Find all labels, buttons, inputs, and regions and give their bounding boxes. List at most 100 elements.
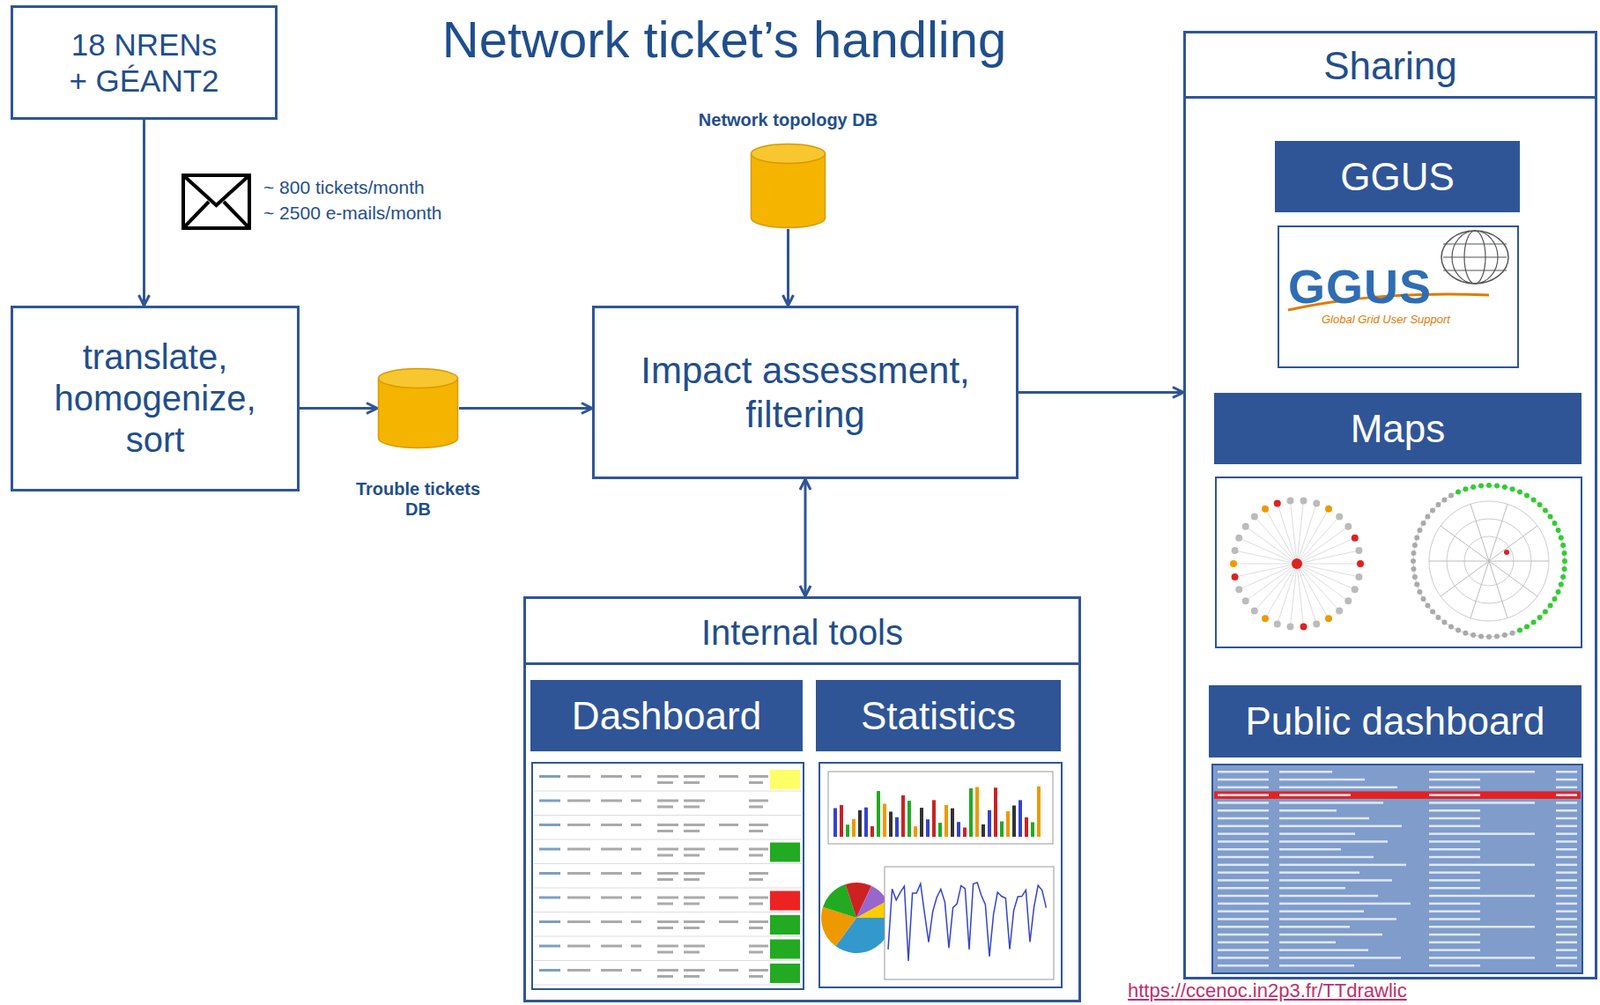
chart-bar [1024, 817, 1029, 838]
row-line [1555, 786, 1578, 790]
table-cell-line [600, 969, 623, 972]
row-line [1429, 918, 1481, 921]
map-node [1312, 620, 1320, 628]
map-node [1412, 574, 1418, 580]
table-cell-line [600, 896, 623, 900]
map-link [1296, 516, 1340, 564]
globe-parallel [1443, 256, 1507, 258]
table-cell-line [657, 920, 679, 924]
chart-bar [1037, 786, 1041, 838]
table-rule [533, 863, 802, 865]
chart-bar [839, 805, 844, 838]
map-node [1558, 534, 1564, 541]
map-node [1531, 496, 1537, 503]
row-line [1429, 903, 1481, 906]
table-cell-line [683, 903, 700, 906]
row-line [1279, 964, 1355, 968]
row-line [1555, 887, 1578, 890]
band-text: GGUS [1340, 154, 1455, 200]
connector-arrow [786, 229, 790, 306]
table-rule [533, 888, 802, 889]
chart-bar [845, 824, 850, 838]
row-line [1279, 925, 1350, 929]
map-node [1312, 500, 1320, 508]
connector-arrow [299, 407, 378, 410]
chart-bar [882, 804, 887, 838]
bar-chart-frame [828, 771, 1053, 845]
map-node [1274, 620, 1282, 628]
row-line [1217, 918, 1269, 921]
chart-bar [981, 824, 986, 838]
envelope-body [183, 175, 250, 229]
map-node [1335, 512, 1343, 520]
table-cell-line [600, 800, 623, 803]
chart-bar [833, 807, 838, 838]
table-cell-line [748, 800, 769, 803]
map-node [1410, 558, 1416, 564]
cylinder-top [378, 369, 459, 389]
map-node [1251, 607, 1259, 615]
row-line [1429, 825, 1481, 829]
map-node [1558, 582, 1564, 588]
table-cell-line [748, 872, 769, 875]
row-line [1279, 941, 1336, 945]
chart-bar [919, 807, 924, 838]
status-cell [770, 963, 800, 984]
row-line [1217, 801, 1269, 805]
row-line [1217, 793, 1269, 797]
row-line [1429, 840, 1481, 844]
row-line [1555, 879, 1578, 882]
map-node [1274, 500, 1282, 508]
map-link [1296, 550, 1359, 564]
row-line [1217, 933, 1269, 937]
row-line [1555, 871, 1578, 875]
table-cell-line [683, 945, 705, 949]
row-line [1279, 864, 1407, 867]
map-node [1325, 505, 1333, 513]
table-cell-line [539, 896, 561, 900]
map-link [1238, 563, 1297, 590]
logo-text: GGUS [1288, 259, 1432, 314]
map-node [1421, 596, 1427, 602]
map-link [1296, 509, 1329, 564]
row-line [1555, 793, 1578, 797]
map-link [1277, 563, 1297, 624]
status-cell [770, 940, 800, 960]
database-cylinder: Trouble tickets DB [377, 367, 460, 450]
chart-bar [1012, 805, 1016, 838]
chart-bar [925, 819, 930, 838]
table-cell-line [683, 926, 700, 930]
envelope-fold [223, 201, 250, 229]
table-cell-line [683, 806, 700, 809]
map-node [1510, 630, 1516, 637]
cylinder-body [751, 154, 826, 229]
map-node [1562, 550, 1568, 556]
table-rule [533, 814, 802, 816]
table-cell-line [748, 806, 763, 809]
table-cell-line [567, 920, 591, 924]
map-node [1344, 523, 1352, 531]
chart-bar [870, 826, 875, 838]
row-line [1555, 770, 1578, 774]
map-node [1421, 520, 1427, 526]
ggus-logo-frame [1278, 226, 1519, 368]
map-node [1502, 484, 1508, 490]
map-link [1235, 563, 1297, 578]
map-node [1510, 486, 1516, 492]
table-cell-line [657, 926, 674, 930]
row-line [1279, 801, 1384, 805]
map-node [1416, 589, 1423, 595]
map-node [1517, 488, 1523, 495]
map-node [1325, 614, 1333, 623]
map-node [1261, 505, 1269, 513]
row-line [1217, 956, 1269, 960]
row-line [1279, 948, 1369, 952]
chart-bar [858, 810, 862, 838]
map-link [1296, 503, 1317, 564]
map-node [1524, 493, 1530, 499]
database-cylinder: Network topology DB [749, 142, 827, 230]
row-line [1217, 895, 1269, 898]
chart-bar [1030, 822, 1035, 838]
table-cell-line [657, 823, 679, 827]
map-node [1424, 513, 1430, 519]
